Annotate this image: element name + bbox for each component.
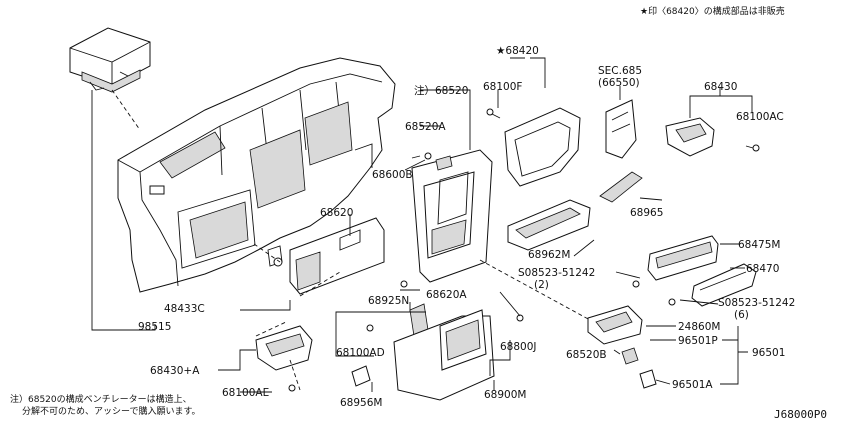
finisher-68420-shape <box>486 107 581 187</box>
label-s08523-b-qty: (6) <box>734 309 749 321</box>
label-96501A: 96501A <box>672 379 713 391</box>
fastener-shapes <box>273 257 676 306</box>
label-68956M: 68956M <box>340 397 382 409</box>
label-98515: 98515 <box>138 321 171 333</box>
label-48433C: 48433C <box>164 303 205 315</box>
label-68600B: 68600B <box>372 169 413 181</box>
label-68965: 68965 <box>630 207 663 219</box>
part-68475M-shape <box>647 235 719 281</box>
part-68965-shape <box>599 171 643 203</box>
label-68620: 68620 <box>320 207 353 219</box>
lower-panel-68620-shape <box>289 217 385 295</box>
footer-note-line1: 注）68520の構成ベンチレーターは構造上、 <box>10 393 192 405</box>
label-68100AD: 68100AD <box>336 347 385 359</box>
label-68520B: 68520B <box>566 349 607 361</box>
instrument-panel-shape <box>117 57 396 293</box>
label-sec685: SEC.685 <box>598 65 642 77</box>
console-68900M-shape <box>393 309 524 401</box>
label-s08523-a: S08523-51242 <box>518 267 595 279</box>
label-68900M: 68900M <box>484 389 526 401</box>
label-24860M: 24860M <box>678 321 720 333</box>
label-s08523-a-qty: (2) <box>534 279 549 291</box>
label-68520A: 68520A <box>405 121 446 133</box>
label-68470: 68470 <box>746 263 779 275</box>
airbag-module-shape <box>69 27 151 93</box>
label-68100AE: 68100AE <box>222 387 269 399</box>
part-68470-shape <box>691 263 757 307</box>
label-68962M: 68962M <box>528 249 570 261</box>
label-68800J: 68800J <box>500 341 537 353</box>
label-66550: (66550) <box>598 77 640 89</box>
duct-66550-shape <box>605 99 637 159</box>
part-68430A-shape <box>255 325 313 392</box>
label-68475M: 68475M <box>738 239 780 251</box>
label-68100AC: 68100AC <box>736 111 784 123</box>
label-68100F: 68100F <box>483 81 522 93</box>
label-68430: 68430 <box>704 81 737 93</box>
part-96501-shape <box>587 305 657 389</box>
center-cluster-shape <box>411 149 493 283</box>
label-96501: 96501 <box>752 347 785 359</box>
diagram-code: J68000P0 <box>774 408 827 421</box>
label-68620A: 68620A <box>426 289 467 301</box>
bracket-68430-shape <box>665 117 760 157</box>
label-68925N: 68925N <box>368 295 409 307</box>
part-68962M-shape <box>507 199 591 251</box>
header-note: ★印〈68420〉の構成部品は非販売 <box>640 5 785 17</box>
label-68420: ★68420 <box>496 45 539 57</box>
label-96501P: 96501P <box>678 335 718 347</box>
label-68430A: 68430+A <box>150 365 200 377</box>
leader-lines <box>91 57 753 393</box>
label-68520: 注）68520 <box>414 84 468 97</box>
label-s08523-b: S08523-51242 <box>718 297 795 309</box>
footer-note-line2: 分解不可のため、アッシーで購入願います。 <box>22 405 201 417</box>
